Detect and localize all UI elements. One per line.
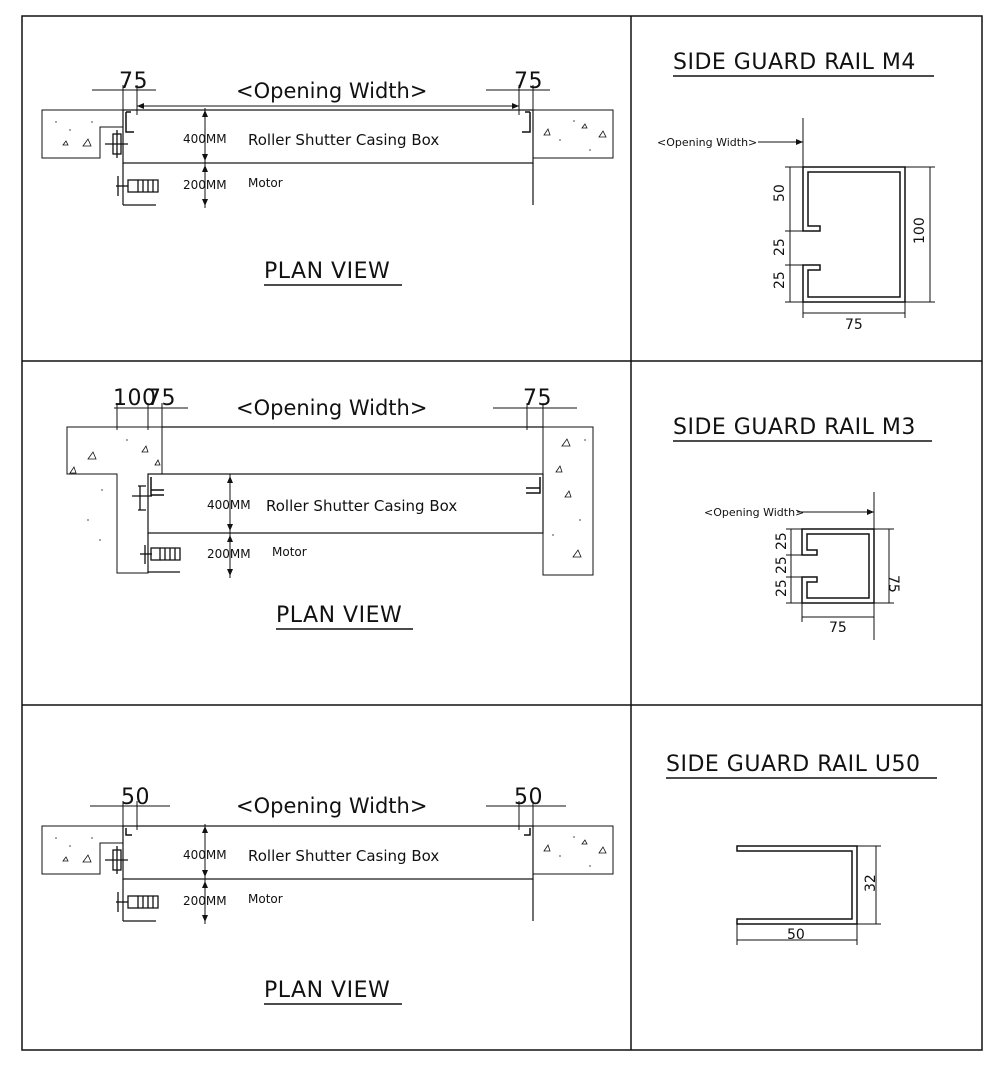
motor-depth-label: 200MM	[183, 178, 227, 192]
rail-dim-bottom: 25	[772, 271, 788, 289]
rail-right-dim: 50	[514, 785, 543, 810]
rail-title: SIDE GUARD RAIL M4	[673, 50, 916, 75]
guard-rail-right	[526, 477, 541, 494]
casing-label: Roller Shutter Casing Box	[266, 497, 457, 515]
guard-rail-right	[522, 111, 531, 133]
guard-rail-right	[524, 828, 531, 836]
casing-depth-label: 400MM	[183, 848, 227, 862]
rail-dim-slot: 25	[772, 238, 788, 256]
rail-dim-width: 50	[787, 927, 805, 943]
sheet-frame	[21, 15, 983, 1051]
rail-dim-slot: 25	[774, 556, 790, 574]
rail-dim-width: 75	[829, 620, 847, 636]
rail-left-dim: 50	[121, 785, 150, 810]
plan-view-3: 50 50 <Opening Width> 400MM Roller Shutt…	[41, 785, 614, 1005]
casing-depth-label: 400MM	[183, 132, 227, 146]
motor-depth-label: 200MM	[207, 547, 251, 561]
opening-width-label: <Opening Width>	[236, 794, 427, 818]
bracket-upper	[132, 485, 152, 511]
rail-m3: SIDE GUARD RAIL M3 <Opening Width> 25 25…	[673, 415, 932, 640]
concrete-wall-left	[41, 825, 124, 875]
concrete-wall-left	[41, 109, 124, 159]
casing-box	[147, 473, 544, 534]
rail-right-dim: 75	[523, 386, 552, 411]
rail-dim-height: 75	[885, 575, 901, 593]
opening-width-label: <Opening Width>	[236, 79, 427, 103]
opening-width-label: <Opening Width>	[236, 396, 427, 420]
plan-view-title: PLAN VIEW	[264, 978, 390, 1003]
guard-rail-left	[125, 111, 134, 133]
concrete-speckles	[62, 123, 607, 147]
bracket-upper	[105, 846, 128, 874]
concrete-wall-right	[542, 426, 594, 576]
guard-rail-left	[150, 477, 164, 496]
motor-label: Motor	[272, 545, 307, 559]
rail-dim-bottom: 25	[774, 579, 790, 597]
casing-label: Roller Shutter Casing Box	[248, 847, 439, 865]
plan-view-2: 100 75 75 <Opening Width> 400MM Roller S…	[66, 386, 594, 630]
rail-dim-top: 50	[772, 184, 788, 202]
plan-view-1: 75 75 <Opening Width> 400MM Roller Shutt…	[41, 69, 614, 286]
rail-profile	[801, 528, 875, 604]
guard-rail-left	[125, 828, 132, 836]
casing-depth-label: 400MM	[207, 498, 251, 512]
opening-width-label: <Opening Width>	[704, 506, 804, 519]
bracket-upper	[105, 130, 128, 158]
plan-view-title: PLAN VIEW	[276, 603, 402, 628]
rail-dim-top: 25	[774, 532, 790, 550]
rail-dim-width: 75	[845, 317, 863, 333]
rail-u50: SIDE GUARD RAIL U50 32 50	[666, 752, 937, 945]
motor-unit	[116, 176, 159, 206]
rail-left-dim: 75	[119, 69, 148, 94]
motor-unit	[116, 892, 159, 922]
rail-dim-height: 32	[863, 874, 879, 892]
casing-label: Roller Shutter Casing Box	[248, 131, 439, 149]
opening-width-label: <Opening Width>	[657, 136, 757, 149]
motor-unit	[140, 545, 181, 573]
motor-label: Motor	[248, 176, 283, 190]
plan-view-title: PLAN VIEW	[264, 259, 390, 284]
rail-m4: SIDE GUARD RAIL M4 <Opening Width> 50 25…	[657, 50, 935, 333]
motor-depth-label: 200MM	[183, 894, 227, 908]
rail-profile	[802, 166, 906, 303]
rail-title: SIDE GUARD RAIL M3	[673, 415, 916, 440]
casing-box	[122, 825, 534, 880]
rail-profile	[736, 845, 858, 925]
casing-box	[122, 109, 534, 164]
motor-label: Motor	[248, 892, 283, 906]
rail-left-dim: 75	[147, 386, 176, 411]
return-dim: 100	[113, 386, 157, 411]
rail-title: SIDE GUARD RAIL U50	[666, 752, 921, 777]
rail-right-dim: 75	[514, 69, 543, 94]
rail-dim-height: 100	[912, 217, 928, 244]
